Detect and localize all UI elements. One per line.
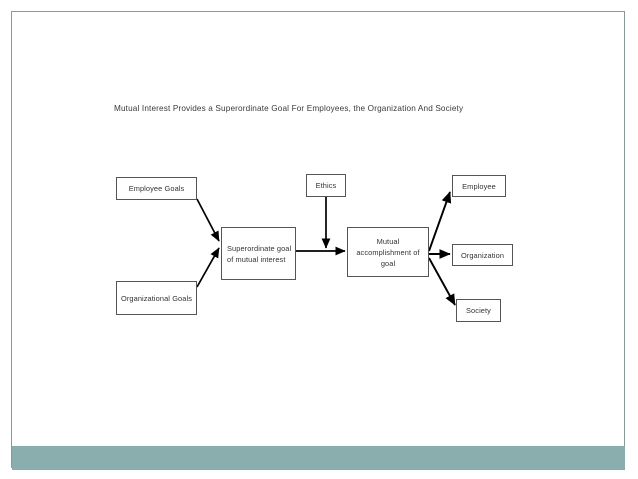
edge-organizational-goals-to-superordinate [196,247,220,288]
edge-mutual-to-employee [428,191,452,252]
footer-band [12,446,625,470]
diagram-node-ethics: Ethics [306,174,346,197]
diagram-node-employee: Employee [452,175,506,197]
diagram-node-organizational-goals: Organizational Goals [116,281,197,315]
diagram-node-mutual-accomplishment: Mutual accomplishment of goal [347,227,429,277]
diagram-node-employee-goals: Employee Goals [116,177,197,200]
page-title: Mutual Interest Provides a Superordinate… [114,104,464,113]
diagram-node-superordinate-goal: Superordinate goal of mutual interest [221,227,296,280]
edge-employee-goals-to-superordinate [196,198,220,242]
slide-frame-border [11,11,625,468]
diagram-node-society: Society [456,299,501,322]
diagram-node-organization: Organization [452,244,513,266]
